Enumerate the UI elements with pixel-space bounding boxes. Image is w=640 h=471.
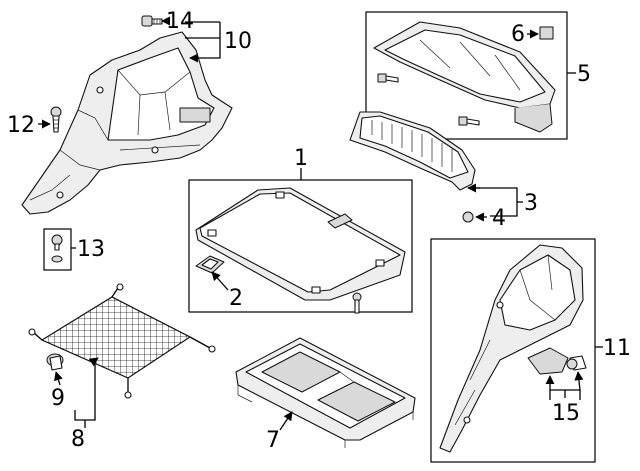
callout-4: 4 [492,206,506,231]
callout-6: 6 [511,22,525,47]
storage-tray [235,337,416,448]
lower-trim-box [430,238,596,463]
callout-1: 1 [294,146,308,171]
callout-14: 14 [166,9,194,34]
net-hook-9 [46,353,64,371]
quarter-trim-panel [21,31,233,215]
callout-11: 11 [603,336,631,361]
callout-3: 3 [524,191,538,216]
package-tray-screw-upper [377,73,399,83]
load-floor-box [188,179,413,314]
load-floor-screw [352,292,362,314]
callout-15: 15 [552,401,580,426]
leader-lines [38,16,603,431]
lamp-15-b [566,355,587,371]
callout-10: 10 [224,29,252,54]
screw-14 [141,15,163,27]
sill-scuff-plate [349,111,476,223]
callout-5: 5 [577,62,591,87]
callout-9: 9 [51,386,65,411]
callout-2: 2 [229,286,243,311]
callout-12: 12 [7,113,35,138]
package-tray-screw-lower [458,116,480,126]
cargo-net [28,283,216,399]
clip-13 [43,228,72,271]
package-tray-box [365,11,568,140]
callout-7: 7 [266,428,280,453]
tray-15-a [527,347,569,375]
callout-13: 13 [77,237,105,262]
screw-12 [50,106,62,133]
callout-8: 8 [71,427,85,452]
load-floor-handle-2 [195,255,225,274]
